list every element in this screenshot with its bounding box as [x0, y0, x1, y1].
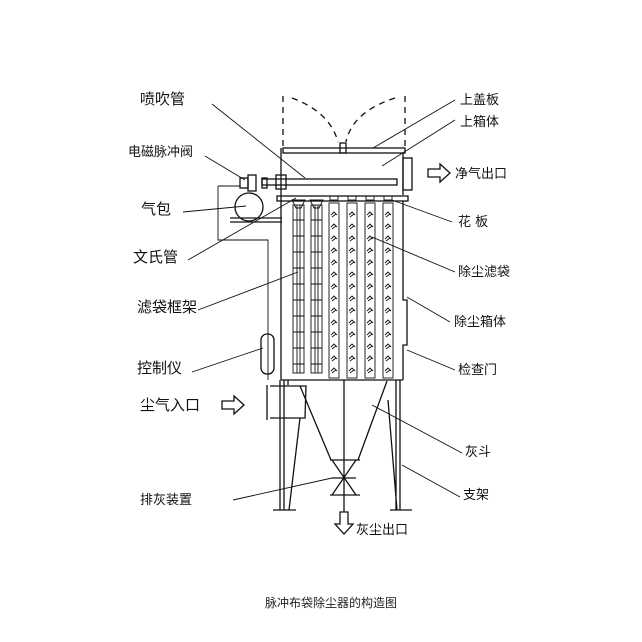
bag-frame-rings [311, 219, 322, 365]
label-support: 支架 [463, 488, 489, 503]
bag-frame [292, 204, 305, 374]
blow-pipe [261, 174, 398, 190]
label-tube-sheet: 花 板 [458, 214, 488, 230]
venturi-nozzle [309, 199, 324, 209]
filter-bag [364, 202, 376, 379]
outlet-arrow-icon [427, 162, 451, 184]
label-top-cover: 上盖板 [460, 93, 499, 108]
bag-collar [383, 195, 393, 201]
label-filter-bag: 除尘滤袋 [458, 265, 510, 280]
support-legs [273, 380, 412, 511]
top-cover [282, 142, 406, 154]
bag-collar [347, 195, 357, 201]
label-bag-frame: 滤袋框架 [137, 298, 197, 316]
bag-pattern [330, 211, 338, 374]
label-controller: 控制仪 [137, 359, 182, 377]
leader-lines [182, 99, 463, 501]
upper-box [280, 148, 413, 380]
filter-bag [382, 202, 394, 379]
filter-bag [346, 202, 358, 379]
label-dust-inlet: 尘气入口 [140, 396, 200, 414]
bag-frame-rods [296, 205, 301, 373]
filter-bag [328, 202, 340, 379]
bag-frame-rods [314, 205, 319, 373]
label-air-bag: 气包 [141, 200, 171, 218]
diagram-caption: 脉冲布袋除尘器的构造图 [265, 595, 397, 610]
tube-sheet [276, 195, 409, 202]
filter-bags [291, 195, 394, 379]
label-dust-outlet: 灰尘出口 [356, 523, 408, 538]
label-venturi: 文氏管 [133, 248, 178, 266]
bag-frame [310, 204, 323, 374]
label-clean-outlet: 净气出口 [455, 166, 507, 182]
bag-collar [365, 195, 375, 201]
controller [260, 333, 275, 375]
dust-inlet-duct [266, 385, 307, 420]
bag-pattern [366, 211, 374, 374]
pulse-valve [239, 174, 268, 192]
label-blow-pipe: 喷吹管 [140, 90, 185, 108]
inlet-arrow-icon [221, 394, 245, 416]
label-pulse-valve: 电磁脉冲阀 [128, 145, 193, 160]
air-bag [217, 185, 282, 380]
bag-frame-rings [293, 219, 304, 365]
dust-outlet-arrow-icon [333, 511, 355, 535]
cover-lift-dashes [282, 96, 406, 146]
bag-collar [329, 195, 339, 201]
bag-pattern [384, 211, 392, 374]
label-hopper: 灰斗 [465, 445, 491, 460]
bag-pattern [348, 211, 356, 374]
label-inspection-door: 检查门 [458, 363, 497, 378]
dust-box [281, 201, 408, 385]
venturi-nozzle [291, 199, 306, 209]
label-discharge-device: 排灰装置 [140, 493, 192, 508]
label-upper-box: 上箱体 [460, 114, 499, 130]
hopper [299, 380, 388, 512]
label-dust-box: 除尘箱体 [454, 314, 506, 330]
